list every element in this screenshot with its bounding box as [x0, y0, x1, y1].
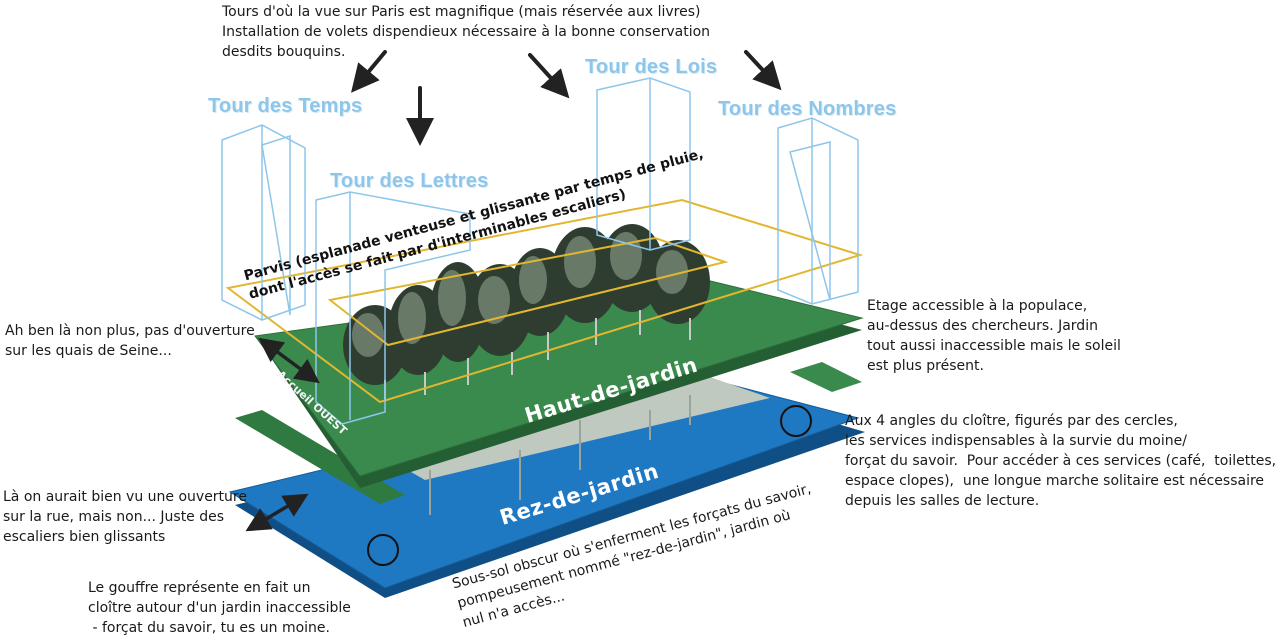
service-circles	[367, 405, 812, 566]
tree-canopy	[343, 224, 710, 400]
parvis-outline	[225, 198, 864, 404]
pointer-arrows	[351, 50, 782, 146]
note-angles: Aux 4 angles du cloître, figurés par des…	[845, 413, 1277, 509]
note-quais: Ah ben là non plus, pas d'ouverture sur …	[5, 323, 255, 359]
note-etage: Etage accessible à la populace, au-dessu…	[867, 298, 1121, 374]
tower-label-temps: Tour des Temps	[208, 95, 363, 117]
note-gouffre: Le gouffre représente en fait un cloître…	[88, 580, 351, 636]
double-arrows	[245, 337, 320, 532]
note-towers: Tours d'où la vue sur Paris est magnifiq…	[222, 4, 711, 60]
columns	[429, 395, 691, 515]
tower-label-lettres: Tour des Lettres	[330, 170, 489, 192]
tower-label-lois: Tour des Lois	[585, 56, 718, 78]
tower-wireframes	[221, 77, 859, 425]
tower-label-nombres: Tour des Nombres	[718, 98, 897, 120]
note-rue: Là on aurait bien vu une ouverture sur l…	[3, 489, 247, 545]
